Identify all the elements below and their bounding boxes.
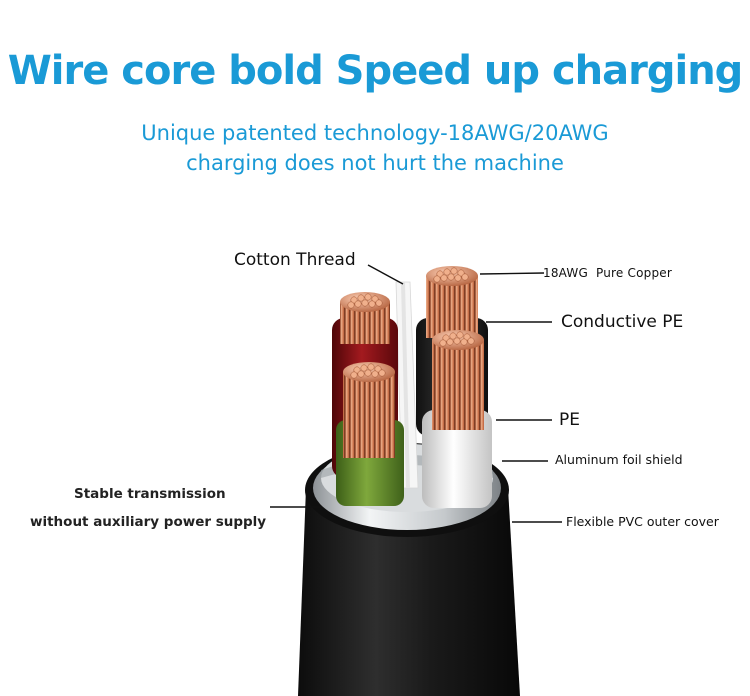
subtitle-line-1: Unique patented technology-18AWG/20AWG — [141, 121, 609, 145]
white-insulation — [422, 410, 492, 508]
white-copper-core — [432, 340, 484, 430]
subtitle-line-2: charging does not hurt the machine — [186, 151, 564, 175]
label-pure-copper: 18AWG Pure Copper — [543, 266, 672, 280]
label-pvc-cover: Flexible PVC outer cover — [566, 514, 719, 529]
leader-pure-copper — [479, 272, 545, 275]
label-conductive-pe: Conductive PE — [561, 312, 684, 332]
black-copper-core — [426, 276, 478, 338]
page-title: Wire core bold Speed up charging — [7, 48, 744, 94]
label-aluminum-foil: Aluminum foil shield — [555, 452, 683, 467]
label-stable-line-2: without auxiliary power supply — [30, 514, 267, 530]
outer-jacket — [298, 488, 520, 696]
label-stable-line-1: Stable transmission — [74, 486, 226, 502]
label-cotton-thread: Cotton Thread — [234, 250, 356, 270]
label-pe: PE — [559, 410, 580, 430]
leader-cotton-thread — [367, 264, 404, 285]
green-copper-core — [343, 372, 395, 458]
